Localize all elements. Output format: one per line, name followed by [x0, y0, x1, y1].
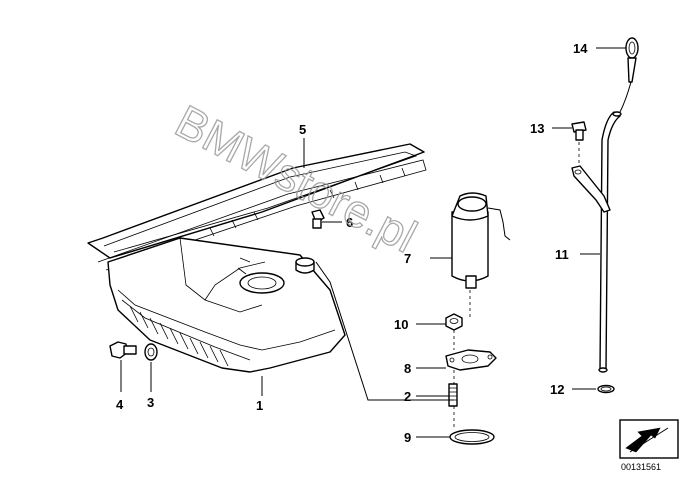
sensor-gasket: [416, 349, 497, 371]
drain-plug: [109, 341, 137, 392]
document-number: 00131561: [621, 462, 661, 472]
callout-10: 10: [394, 317, 408, 332]
callout-8: 8: [404, 361, 411, 376]
callout-4: 4: [116, 397, 124, 412]
oil-pan-gasket: [87, 143, 427, 271]
sealing-washer: [144, 343, 158, 392]
callout-9: 9: [404, 430, 411, 445]
nut: [416, 313, 463, 331]
oil-dipstick: [596, 37, 639, 113]
oil-level-sensor: [430, 192, 511, 289]
callout-1: 1: [256, 398, 263, 413]
bolt-13: [552, 121, 587, 166]
callout-13: 13: [530, 121, 544, 136]
callout-5: 5: [299, 122, 306, 137]
tube-o-ring: [572, 384, 615, 394]
callout-14: 14: [573, 41, 588, 56]
callout-2: 2: [404, 389, 411, 404]
callout-11: 11: [555, 247, 569, 262]
callout-6: 6: [346, 215, 353, 230]
callout-3: 3: [147, 395, 154, 410]
dipstick-guide-tube: [571, 111, 622, 373]
stud: [416, 383, 458, 407]
o-ring: [416, 429, 495, 445]
oil-pan: [107, 237, 346, 373]
arrow-icon: [619, 419, 679, 459]
callout-12: 12: [550, 382, 564, 397]
watermark: BMWstore.pl: [167, 95, 425, 263]
screw-6: [311, 209, 342, 229]
callout-7: 7: [404, 251, 411, 266]
